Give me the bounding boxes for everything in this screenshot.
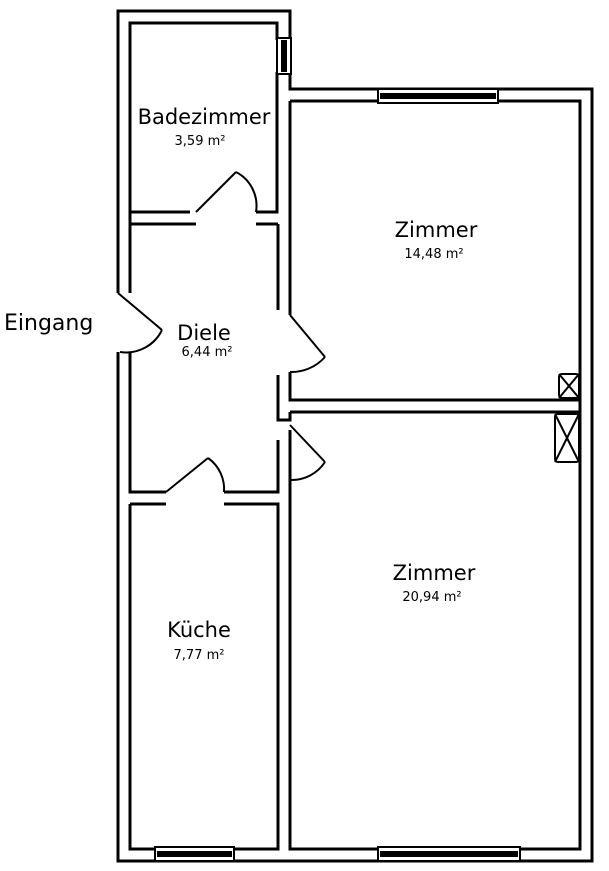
entrance-gap [115,294,133,351]
bath-door [195,171,258,213]
wall-hall-room1 [256,101,292,315]
room-area-hall: 6,44 m² [182,345,233,360]
room-area-kitchen: 7,77 m² [174,648,225,663]
entrance-door [117,292,163,354]
room2-door [289,424,326,482]
wall-room1-room2 [276,372,580,422]
room-name-room2: Zimmer [393,561,476,585]
room-name-room1: Zimmer [395,218,478,242]
room-area-room1: 14,48 m² [404,247,463,262]
room-name-hall: Diele [177,321,231,345]
room-name-bath: Badezimmer [138,105,271,129]
inner-wall-outline [128,21,279,293]
entrance-label: Eingang [4,311,93,336]
kitchen-door [165,457,226,493]
room1-door [289,314,326,374]
room-area-room2: 20,94 m² [402,590,461,605]
room-area-bath: 3,59 m² [175,134,226,149]
right-block-inner [288,99,582,851]
wall-hall-kitchen [128,352,280,851]
room-name-kitchen: Küche [167,618,231,642]
